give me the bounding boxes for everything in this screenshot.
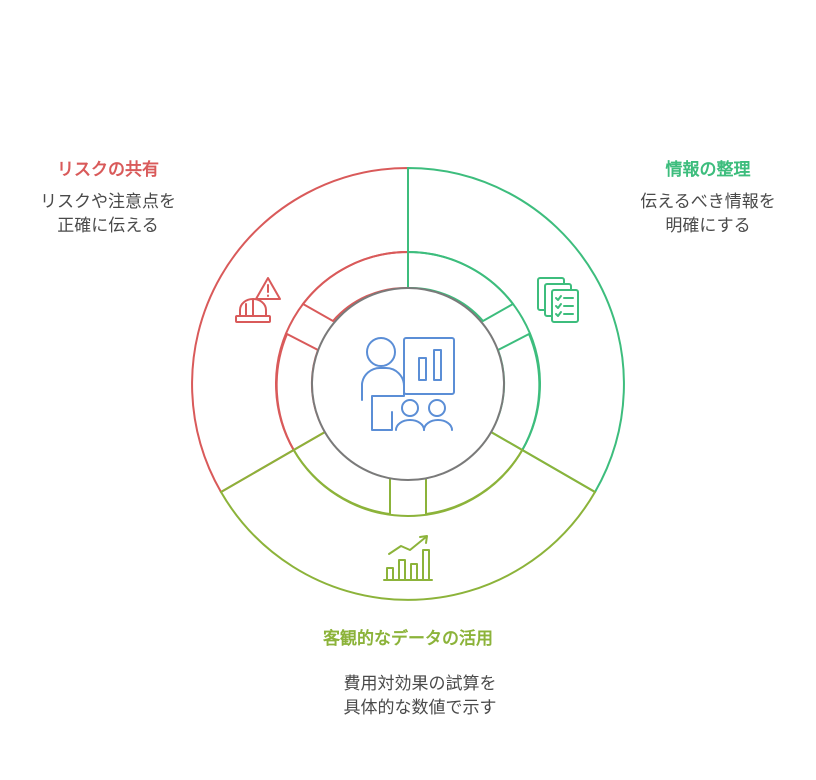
segment-data-title-wrap: 客観的なデータの活用: [288, 624, 528, 649]
growth-chart-icon: [383, 535, 433, 581]
segment-data-desc-line-2: 具体的な数値で示す: [343, 698, 497, 718]
presentation-audience-icon: [361, 337, 455, 431]
segment-info-desc: 伝えるべき情報を 明確にする: [618, 190, 798, 238]
segment-info-label: 情報の整理 伝えるべき情報を 明確にする: [618, 155, 798, 238]
segment-data-title: 客観的なデータの活用: [323, 629, 493, 649]
segment-info-desc-line-2: 明確にする: [665, 216, 751, 236]
segment-data-desc-line-1: 費用対効果の試算を: [343, 674, 497, 694]
segment-data-desc: 費用対効果の試算を 具体的な数値で示す: [300, 672, 540, 720]
segment-info-desc-line-1: 伝えるべき情報を: [640, 192, 776, 212]
segment-risk-title: リスクの共有: [57, 160, 159, 180]
segment-data-desc-wrap: 費用対効果の試算を 具体的な数値で示す: [300, 672, 540, 720]
segment-risk-label: リスクの共有 リスクや注意点を 正確に伝える: [18, 155, 198, 238]
warning-hardhat-icon: [235, 277, 281, 323]
segment-risk-desc-line-1: リスクや注意点を: [40, 192, 176, 212]
center-circle: [311, 287, 505, 481]
segment-risk-desc: リスクや注意点を 正確に伝える: [18, 190, 198, 238]
segment-risk-desc-line-2: 正確に伝える: [57, 216, 159, 236]
checklist-documents-icon: [537, 277, 579, 323]
segment-info-title: 情報の整理: [665, 160, 751, 180]
